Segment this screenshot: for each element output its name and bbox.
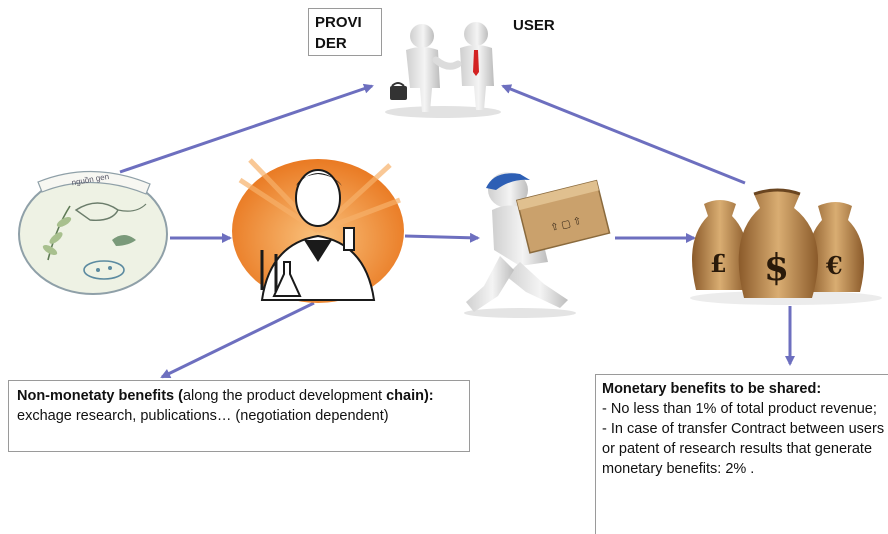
provider-label-line1: PROVI <box>315 14 362 31</box>
money-bags-illustration: £ € $ <box>690 188 882 305</box>
arrow-scientist-to-courier <box>404 232 480 243</box>
nonmonetary-benefits-box: Non-monetaty benefits (along the product… <box>8 380 470 452</box>
scientist-illustration <box>232 158 404 303</box>
handshake-illustration <box>385 22 501 118</box>
provider-label-box: PROVI DER <box>308 8 382 56</box>
user-label: USER <box>513 17 555 34</box>
nonmonetary-title: Non-monetaty benefits ( <box>17 388 183 404</box>
provider-label-line2: DER <box>315 35 347 52</box>
euro-symbol: € <box>825 251 843 280</box>
monetary-title: Monetary benefits to be shared: <box>602 381 822 397</box>
nonmonetary-text2: exchage research, publications… (negotia… <box>17 408 389 424</box>
arrow-money-to-user <box>501 84 746 185</box>
monetary-item-1: - No less than 1% of total product reven… <box>602 401 877 417</box>
arrow-scientist-to-nonmonetary <box>160 301 315 379</box>
courier-illustration: ⇧ ▢ ⇧ <box>464 172 611 318</box>
arrow-seed-to-provider <box>119 83 374 174</box>
monetary-item-2: - In case of transfer Contract between u… <box>602 421 885 477</box>
arrows <box>119 83 795 379</box>
monetary-benefits-box: Monetary benefits to be shared: - No les… <box>595 374 888 534</box>
pound-symbol: £ <box>710 249 727 278</box>
genetic-resources-illustration: nguồn gen <box>18 170 168 295</box>
nonmonetary-chain: chain): <box>386 388 434 404</box>
dollar-symbol: $ <box>764 247 789 289</box>
nonmonetary-text1: along the product development <box>182 388 383 404</box>
